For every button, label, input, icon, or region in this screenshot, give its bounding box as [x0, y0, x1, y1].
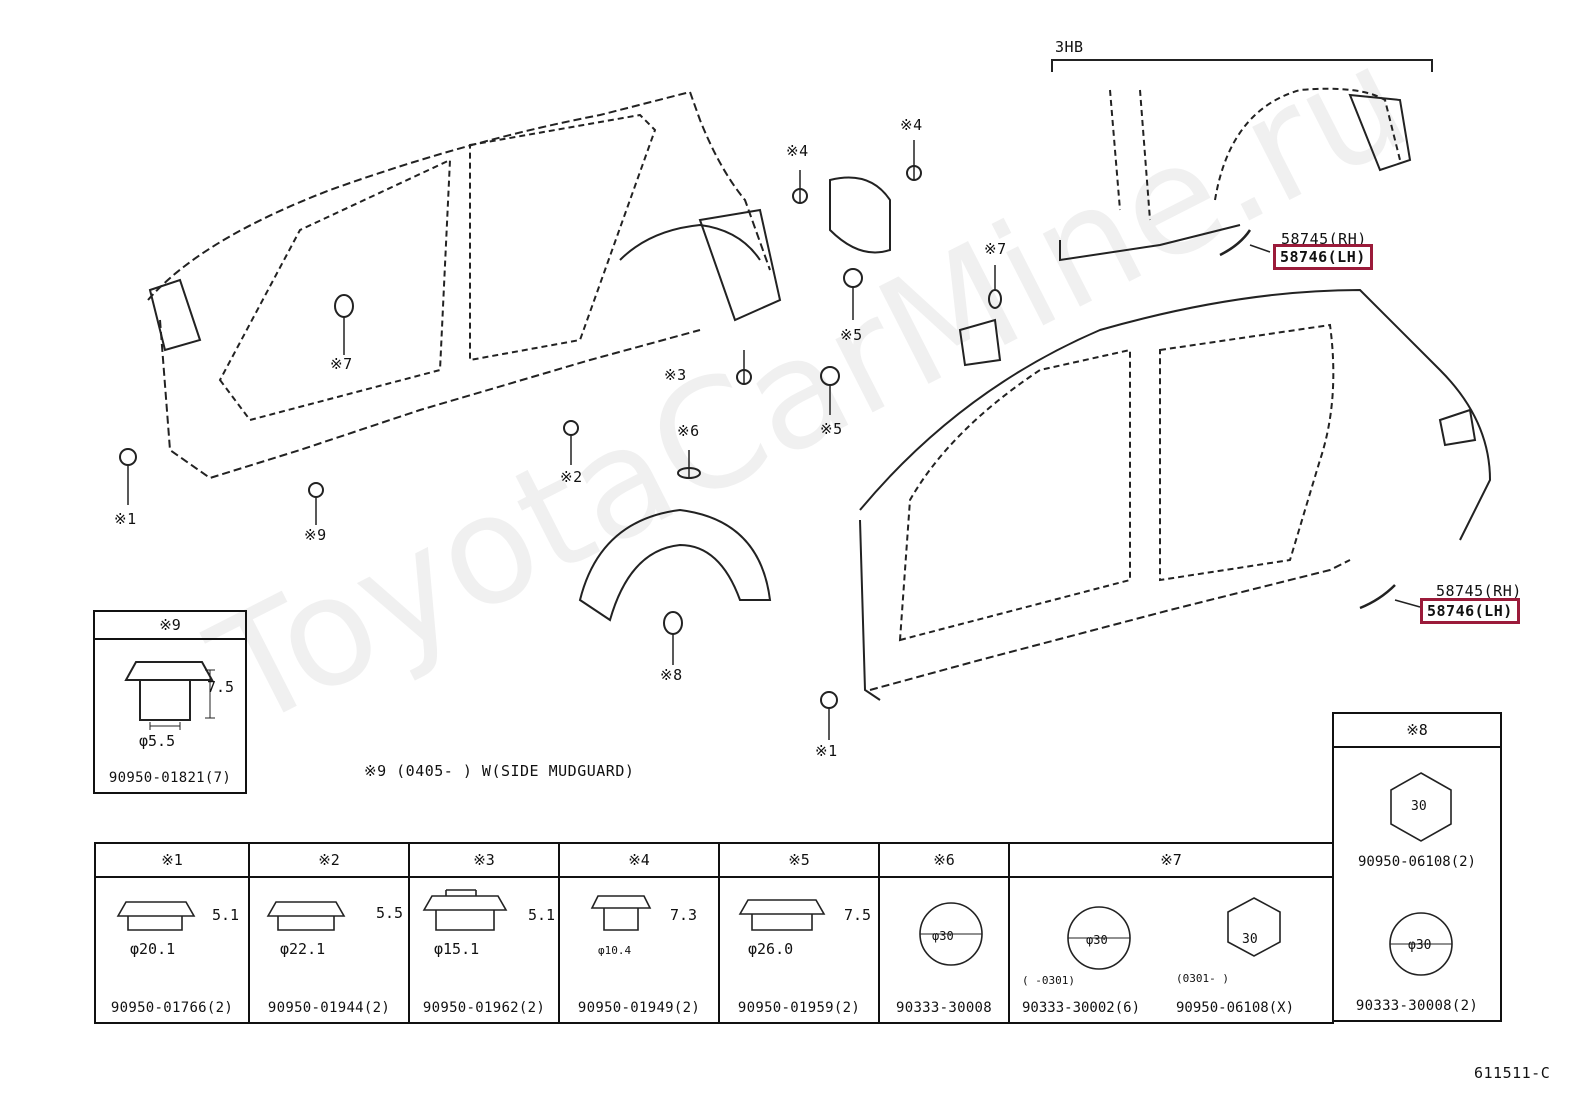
table-col-7: ※7 φ30 ( -0301) 90333-30002(6) 30 (0301-… — [1010, 844, 1332, 1022]
clip9-height: 7.5 — [207, 678, 235, 696]
callout-5b: ※5 — [820, 420, 843, 438]
table-height-4: 7.3 — [670, 906, 698, 924]
table-header-2: ※2 — [250, 844, 408, 878]
clip8-circle-part[interactable]: 90333-30008(2) — [1355, 998, 1479, 1014]
plug-7b — [988, 289, 1002, 309]
table-part-6[interactable]: 90333-30008 — [895, 1000, 993, 1016]
callout-6: ※6 — [677, 422, 700, 440]
part-number-rh-top[interactable]: 58745(RH) — [1281, 230, 1367, 248]
table-height-1: 5.1 — [212, 906, 240, 924]
clip8-box: ※8 30 90950-06108(2) φ30 90333-30008(2) — [1332, 712, 1502, 1022]
callout-8: ※8 — [660, 666, 683, 684]
clip9-box: ※9 7.5 φ5.5 90950-01821(7) — [93, 610, 247, 794]
callout-3: ※3 — [664, 366, 687, 384]
callout-7a: ※7 — [330, 355, 353, 373]
callout-9: ※9 — [304, 526, 327, 544]
table-header-7: ※7 — [1010, 844, 1332, 878]
table-col-6: ※6 φ30 90333-30008 — [880, 844, 1010, 1022]
callout-4b: ※4 — [900, 116, 923, 134]
wheel-liner — [578, 508, 772, 622]
table-height-3: 5.1 — [528, 906, 556, 924]
table-diameter-5: φ26.0 — [748, 940, 794, 958]
table-size-7b: 30 — [1242, 932, 1258, 947]
table-header-6: ※6 — [880, 844, 1008, 878]
table-header-5: ※5 — [720, 844, 878, 878]
callout-7b: ※7 — [984, 240, 1007, 258]
table-range-7b: (0301- ) — [1176, 972, 1229, 985]
callout-4a: ※4 — [786, 142, 809, 160]
table-range-7a: ( -0301) — [1022, 974, 1075, 987]
table-diameter-7a: φ30 — [1086, 933, 1108, 947]
table-height-2: 5.5 — [376, 904, 404, 922]
note-clip9: ※9 (0405- ) W(SIDE MUDGUARD) — [364, 762, 635, 780]
clip8-circle-size: φ30 — [1408, 938, 1432, 953]
table-col-3: ※3 5.1 φ15.1 90950-01962(2) — [410, 844, 560, 1022]
clip-5b — [820, 366, 840, 386]
callout-2: ※2 — [560, 468, 583, 486]
table-diameter-1: φ20.1 — [130, 940, 176, 958]
part-number-lh-top[interactable]: 58746(LH) — [1273, 244, 1373, 270]
table-height-5: 7.5 — [844, 906, 872, 924]
bracket-part — [958, 318, 1002, 367]
table-diameter-3: φ15.1 — [434, 940, 480, 958]
body-side-right — [859, 288, 1492, 701]
table-header-1: ※1 — [96, 844, 248, 878]
table-diameter-4: φ10.4 — [598, 944, 632, 957]
diagram-id: 611511-C — [1474, 1064, 1551, 1082]
table-diameter-2: φ22.1 — [280, 940, 326, 958]
table-diameter-6: φ30 — [932, 929, 954, 943]
table-part-7b[interactable]: 90950-06108(X) — [1176, 1000, 1295, 1016]
part-number-lh-bottom[interactable]: 58746(LH) — [1420, 598, 1520, 624]
table-clip-drawings — [116, 772, 1453, 976]
body-side-left — [147, 90, 782, 480]
clip8-hex-size: 30 — [1411, 799, 1427, 814]
plug-7a — [334, 294, 354, 318]
table-part-3[interactable]: 90950-01962(2) — [422, 1000, 546, 1016]
table-part-1[interactable]: 90950-01766(2) — [110, 1000, 234, 1016]
table-col-1: ※1 5.1 φ20.1 90950-01766(2) — [96, 844, 250, 1022]
clip-5a — [843, 268, 863, 288]
table-part-5[interactable]: 90950-01959(2) — [737, 1000, 861, 1016]
variant-label: 3HB — [1055, 38, 1084, 56]
clip9-part-number[interactable]: 90950-01821(7) — [108, 770, 232, 786]
clip9-header: ※9 — [95, 612, 245, 640]
panel-shield — [829, 176, 891, 254]
mudguard-piece — [1359, 584, 1396, 610]
callout-1a: ※1 — [114, 510, 137, 528]
clip-1b — [820, 691, 838, 709]
table-header-4: ※4 — [560, 844, 718, 878]
table-col-2: ※2 5.5 φ22.1 90950-01944(2) — [250, 844, 410, 1022]
clip9-diameter: φ5.5 — [139, 732, 176, 750]
table-col-5: ※5 7.5 φ26.0 90950-01959(2) — [720, 844, 880, 1022]
clip9-drawing — [124, 661, 215, 730]
table-part-7a[interactable]: 90333-30002(6) — [1022, 1000, 1141, 1016]
clip-2 — [563, 420, 579, 436]
plug-8 — [663, 611, 683, 635]
clip8-header: ※8 — [1334, 714, 1500, 748]
table-part-4[interactable]: 90950-01949(2) — [577, 1000, 701, 1016]
inset-3hb — [1059, 87, 1412, 262]
clips-table: ※1 5.1 φ20.1 90950-01766(2) ※2 5.5 φ22.1… — [94, 842, 1334, 1024]
table-part-2[interactable]: 90950-01944(2) — [267, 1000, 391, 1016]
part-number-rh-bottom[interactable]: 58745(RH) — [1436, 582, 1522, 600]
table-col-4: ※4 7.3 φ10.4 90950-01949(2) — [560, 844, 720, 1022]
clip8-hex-part[interactable]: 90950-06108(2) — [1357, 854, 1476, 870]
callout-5a: ※5 — [840, 326, 863, 344]
clip-9 — [308, 482, 324, 498]
callout-1b: ※1 — [815, 742, 838, 760]
table-header-3: ※3 — [410, 844, 558, 878]
clip-1a — [119, 448, 137, 466]
